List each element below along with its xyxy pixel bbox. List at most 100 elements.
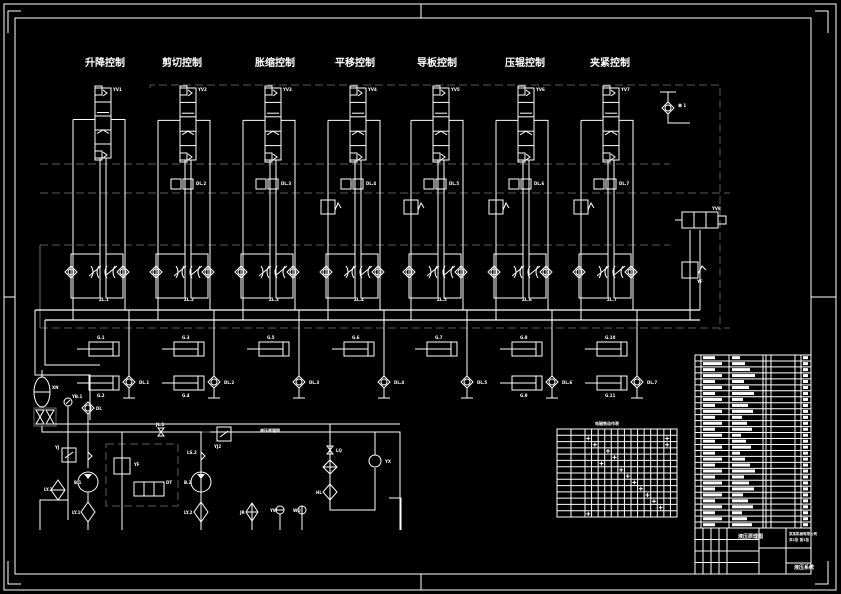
solenoid-b [517, 152, 526, 163]
pump2-tag: B.2 [184, 480, 192, 485]
spring-icon [334, 201, 342, 211]
part-spec-cell [732, 403, 748, 407]
valve-tag: YV1 [112, 87, 122, 92]
throttle-tag: JL.1 [155, 422, 165, 427]
part-name-cell [703, 457, 722, 461]
check-valve-tag: DL [96, 406, 102, 411]
valve-tag: YV7 [620, 87, 630, 92]
spring-icon [272, 153, 278, 161]
part-name-cell [703, 505, 722, 509]
title-block-frame [694, 354, 812, 575]
valve-tag: YV2 [197, 87, 207, 92]
part-spec-cell [732, 463, 750, 467]
spring-icon [587, 201, 595, 211]
lock-tag: DL.6 [534, 181, 544, 186]
part-note-cell [803, 523, 808, 527]
spring-icon [357, 89, 363, 97]
part-spec-cell [732, 475, 744, 479]
spring-icon [102, 89, 108, 97]
return-check-valve [545, 375, 559, 389]
part-name-cell [703, 499, 715, 503]
cooler-tag: LQ [336, 448, 343, 453]
part-spec-cell [732, 517, 747, 521]
part-note-cell [803, 368, 808, 372]
return-check-tag: DL.1 [139, 380, 149, 385]
part-spec-cell [732, 511, 742, 515]
part-note-cell [803, 463, 808, 467]
part-spec-cell [732, 523, 752, 527]
solenoid-a [179, 85, 188, 96]
part-name-cell [703, 481, 722, 485]
part-spec-cell [732, 409, 753, 413]
section-title-shear: 剪切控制 [162, 56, 202, 69]
return-check-valve [460, 375, 474, 389]
spring-icon [417, 201, 425, 211]
throttle-tag: ZL.4 [354, 297, 364, 302]
cylinder-tag: G.11 [605, 393, 616, 398]
valve-tag: YV4 [367, 87, 377, 92]
part-name-cell [703, 380, 715, 384]
action-table-title: 电磁铁动作表 [595, 420, 619, 426]
sheet-label: 共1张 第1张 [789, 537, 810, 542]
part-note-cell [803, 493, 808, 497]
part-note-cell [803, 427, 808, 431]
part-name-cell [703, 397, 722, 401]
part-note-cell [803, 433, 808, 437]
part-name-cell [703, 362, 722, 366]
return-filter-tag: HL [316, 490, 322, 495]
part-note-cell [803, 409, 808, 413]
part-name-cell [703, 493, 722, 497]
part-spec-cell [732, 397, 743, 401]
gauge-tag: YB.1 [71, 394, 82, 399]
return-check-valve [292, 375, 306, 389]
directional-valve [264, 87, 282, 161]
part-note-cell [803, 391, 808, 395]
pilot-check-valve [435, 178, 447, 190]
spring-icon [440, 89, 446, 97]
part-spec-cell [732, 487, 754, 491]
throttle-valve [598, 265, 608, 279]
part-spec-cell [732, 421, 747, 425]
accumulator-tag: XN [52, 385, 58, 390]
part-note-cell [803, 386, 808, 390]
part-spec-cell [732, 499, 748, 503]
throttle-tag: ZL.7 [607, 297, 617, 302]
cylinder-tag: G.4 [182, 393, 190, 398]
section-title-level: 平移控制 [335, 56, 375, 69]
cylinder-tag: G.7 [435, 335, 443, 340]
part-spec-cell [732, 457, 745, 461]
solenoid-a [264, 85, 273, 96]
drawing-frame [3, 3, 837, 591]
part-spec-cell [732, 439, 746, 443]
part-note-cell [803, 511, 808, 515]
solenoid-a [602, 85, 611, 96]
solenoid-b [432, 152, 441, 163]
pressure-switch2-tag: YJ2 [213, 444, 221, 449]
directional-valve [349, 87, 367, 161]
return-check-tag: DL.4 [394, 380, 404, 385]
part-note-cell [803, 517, 808, 521]
part-name-cell [703, 356, 715, 360]
part-spec-cell [732, 362, 745, 366]
pilot-check-valve [170, 178, 182, 190]
part-note-cell [803, 356, 808, 360]
part-name-cell [703, 368, 715, 372]
heater-tag: JR [239, 510, 245, 515]
section-title-expand: 胀缩控制 [255, 56, 295, 69]
return-check-valve [630, 375, 644, 389]
relief-solenoid-tag: YV8 [711, 206, 721, 211]
directional-valve [432, 87, 450, 161]
part-name-cell [703, 374, 722, 378]
directional-valve [179, 87, 197, 161]
cylinder-tag: G.9 [520, 393, 528, 398]
filter2-tag: LY.2 [184, 510, 193, 515]
part-name-cell [703, 439, 715, 443]
main-lines [34, 230, 701, 420]
filter1-tag: LY.1 [72, 510, 81, 515]
spring-icon [502, 201, 510, 211]
